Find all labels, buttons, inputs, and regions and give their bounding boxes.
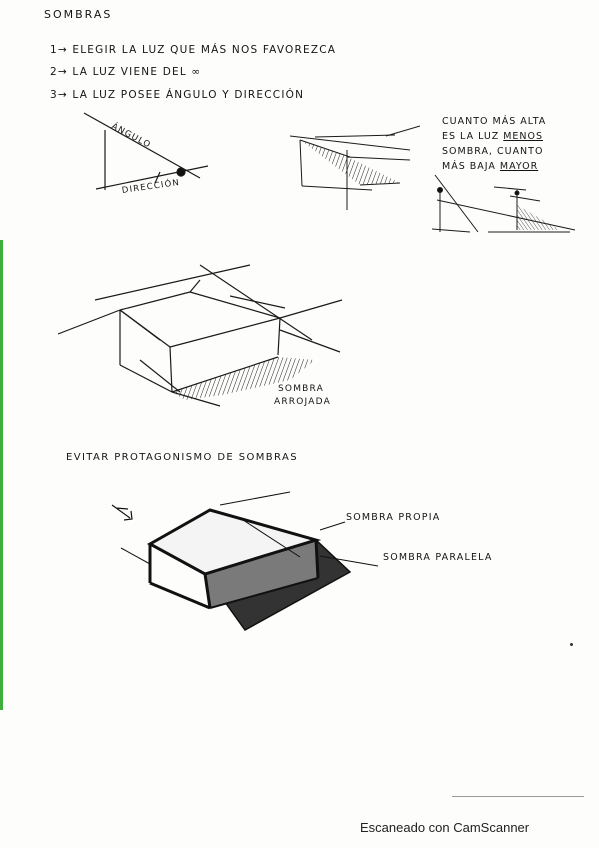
box-cast-shadow-diagram	[57, 264, 343, 407]
own-shadow-label: SOMBRA PROPIA	[346, 512, 441, 523]
parallel-shadow-label: SOMBRA PARALELA	[383, 552, 493, 563]
cast-shadow-label: SOMBRA	[278, 384, 324, 394]
scan-edge-strip	[0, 240, 3, 710]
side-note-text: ES LA LUZ	[442, 131, 504, 142]
side-note-line: ES LA LUZ MENOS	[442, 131, 543, 142]
stray-mark	[570, 643, 573, 646]
parallel-shadow-diagram	[111, 491, 379, 631]
watermark-brand: CamScanner	[453, 820, 530, 835]
watermark-prefix: Escaneado con	[360, 820, 454, 835]
side-note-line: CUANTO MÁS ALTA	[442, 116, 547, 127]
page-title: SOMBRAS	[44, 8, 113, 21]
rule-item: 1→ ELEGIR LA LUZ QUE MÁS NOS FAVOREZCA	[50, 44, 337, 56]
side-note-line: SOMBRA, CUANTO	[442, 146, 544, 157]
cast-shadow-label: ARROJADA	[274, 397, 331, 407]
scanner-watermark: Escaneado con CamScanner	[360, 820, 529, 835]
section-title: EVITAR PROTAGONISMO DE SOMBRAS	[66, 452, 298, 463]
side-note-line: MÁS BAJA MAYOR	[442, 161, 538, 172]
side-note-emphasis: MAYOR	[499, 161, 539, 172]
rule-item: 2→ LA LUZ VIENE DEL ∞	[50, 66, 202, 78]
light-height-diagram	[431, 174, 576, 233]
side-note-emphasis: MENOS	[503, 131, 544, 142]
table-shadow-sketch	[289, 125, 421, 210]
side-note-text: MÁS BAJA	[442, 161, 500, 172]
rule-item: 3→ LA LUZ POSEE ÁNGULO Y DIRECCIÓN	[50, 89, 305, 101]
footer-rule	[452, 796, 584, 797]
angle-direction-diagram	[83, 112, 209, 190]
